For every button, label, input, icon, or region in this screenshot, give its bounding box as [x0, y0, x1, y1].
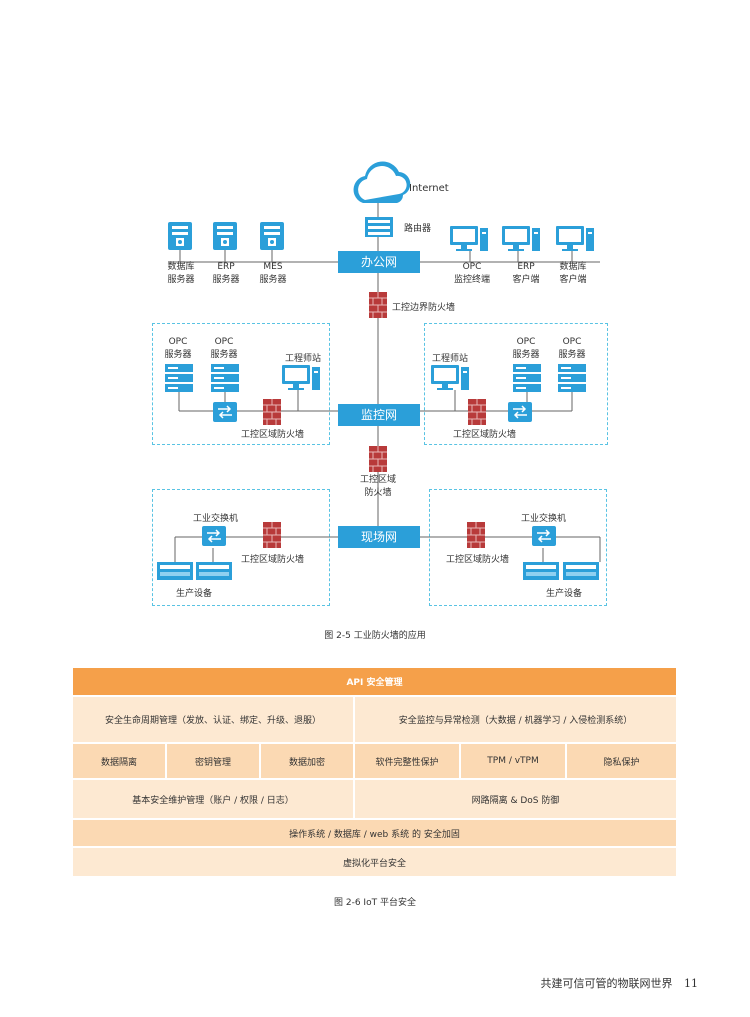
boundary-firewall-label: 工控边界防火墙: [392, 303, 456, 313]
mid-firewall-label: 工控区域防火墙: [359, 475, 396, 498]
internet-label: Internet: [409, 183, 449, 194]
table-cell: 安全生命周期管理（发放、认证、绑定、升级、退服）: [73, 697, 353, 742]
table-cell: 虚拟化平台安全: [73, 848, 676, 876]
client-label: 数据库客户端: [559, 262, 587, 285]
page-footer: 共建可信可管的物联网世界 11: [541, 975, 699, 991]
right-field-zone: [429, 489, 607, 606]
table-cell: 软件完整性保护: [355, 744, 459, 778]
network-diagram: [157, 161, 601, 580]
industrial-switch-label: 工业交换机: [521, 514, 567, 524]
table-cell: 数据加密: [261, 744, 353, 778]
router-label: 路由器: [404, 224, 432, 234]
table-cell: 数据隔离: [73, 744, 165, 778]
left-monitor-zone: [152, 323, 330, 445]
right-monitor-zone: [424, 323, 608, 445]
table-cell: 操作系统 / 数据库 / web 系统 的 安全加固: [73, 820, 676, 846]
office-net-bar: 办公网: [338, 251, 420, 273]
industrial-switch-label: 工业交换机: [193, 514, 239, 524]
table-header: API 安全管理: [73, 668, 676, 695]
table-cell: 网路隔离 & DoS 防御: [355, 780, 676, 818]
footer-title: 共建可信可管的物联网世界: [540, 977, 673, 990]
production-devices-label: 生产设备: [546, 589, 583, 599]
production-devices-label: 生产设备: [176, 589, 213, 599]
zone-firewall-label: 工控区域防火墙: [241, 430, 305, 440]
table-cell: 基本安全维护管理（账户 / 权限 / 日志）: [73, 780, 353, 818]
engineer-station-label: 工程师站: [285, 354, 322, 364]
field-net-bar: 现场网: [338, 526, 420, 548]
server-label: 数据库服务器: [167, 262, 195, 285]
left-field-zone: [152, 489, 330, 606]
zone-firewall-label: 工控区域防火墙: [453, 430, 517, 440]
table-cell: TPM / vTPM: [461, 744, 565, 778]
table-cell: 隐私保护: [567, 744, 676, 778]
monitor-net-bar: 监控网: [338, 404, 420, 426]
iot-platform-security-table: API 安全管理 安全生命周期管理（发放、认证、绑定、升级、退服） 安全监控与异…: [73, 668, 676, 876]
zone-firewall-label: 工控区域防火墙: [446, 555, 510, 565]
table-cell: 安全监控与异常检测（大数据 / 机器学习 / 入侵检测系统）: [355, 697, 676, 742]
table-cell: 密钥管理: [167, 744, 259, 778]
figure-caption: 图 2-5 工业防火墙的应用: [324, 631, 426, 641]
zone-firewall-label: 工控区域防火墙: [241, 555, 305, 565]
engineer-station-label: 工程师站: [432, 354, 469, 364]
page-number: 11: [684, 977, 698, 990]
figure-caption: 图 2-6 IoT 平台安全: [334, 898, 416, 908]
